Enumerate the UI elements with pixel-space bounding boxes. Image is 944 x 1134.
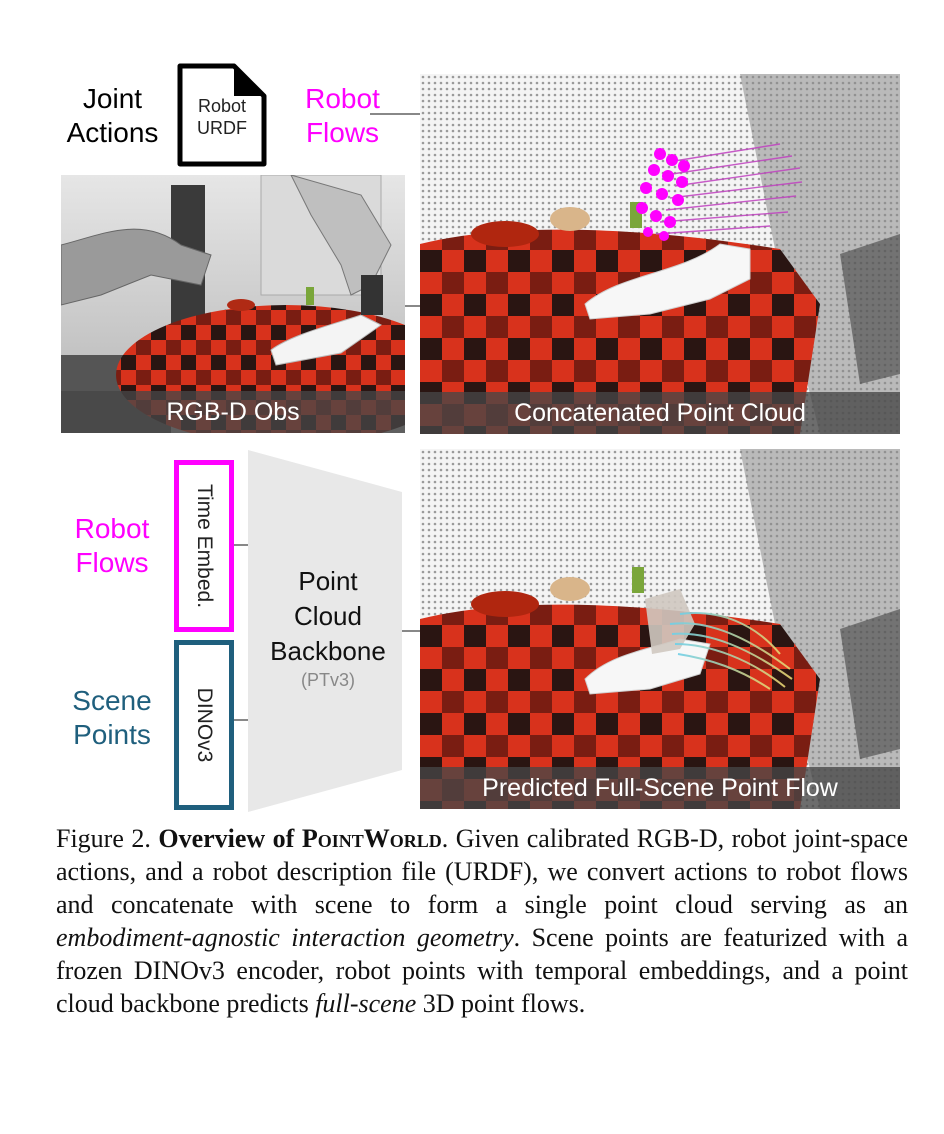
- document-icon: [177, 63, 267, 167]
- rgbd-obs-caption: RGB-D Obs: [61, 391, 405, 433]
- figure: Joint Actions Robot URDF Robot Flows: [61, 63, 900, 812]
- predicted-point-flow-caption: Predicted Full-Scene Point Flow: [420, 767, 900, 809]
- predicted-point-flow-panel: Predicted Full-Scene Point Flow: [420, 449, 900, 809]
- predicted-point-flow-image: [420, 449, 900, 809]
- point-cloud-backbone-shape: [248, 450, 402, 812]
- concatenated-point-cloud-caption: Concatenated Point Cloud: [420, 392, 900, 434]
- joint-actions-label: Joint Actions: [66, 83, 159, 148]
- caption-title: Overview of: [158, 824, 302, 853]
- dinov3-box: DINOv3: [174, 640, 234, 810]
- rgbd-obs-panel: RGB-D Obs: [61, 175, 405, 433]
- robot-flows-top-label: Robot Flows: [305, 83, 380, 148]
- caption-text-1: . Given calibrated RGB-D, robot joint-sp…: [56, 824, 909, 919]
- caption-method-name: PointWorld: [301, 824, 442, 853]
- caption-emphasis-1: embodiment-agnostic interaction geometry: [56, 923, 514, 952]
- robot-flows-input-label: Robot Flows: [74, 513, 150, 578]
- caption-emphasis-2: full-scene: [315, 989, 417, 1018]
- ptv3-label: (PTv3): [301, 670, 355, 690]
- time-embed-label: Time Embed.: [193, 483, 216, 609]
- time-embed-box: Time Embed.: [174, 460, 234, 632]
- figure-caption: Figure 2. Overview of PointWorld. Given …: [56, 822, 908, 1020]
- caption-text-2: . Scene points are featurized with a fro…: [56, 923, 908, 1018]
- robot-urdf-label: Robot URDF: [197, 96, 247, 138]
- caption-text-3: 3D point flows.: [416, 989, 586, 1018]
- concatenated-point-cloud-image: [420, 74, 900, 434]
- scene-points-input-label: Scene Points: [72, 685, 152, 750]
- point-cloud-backbone-label: Point Cloud Backbone: [270, 566, 386, 666]
- dinov3-label: DINOv3: [193, 687, 216, 763]
- concatenated-point-cloud-panel: Concatenated Point Cloud: [420, 74, 900, 434]
- caption-label: Figure 2.: [56, 824, 151, 853]
